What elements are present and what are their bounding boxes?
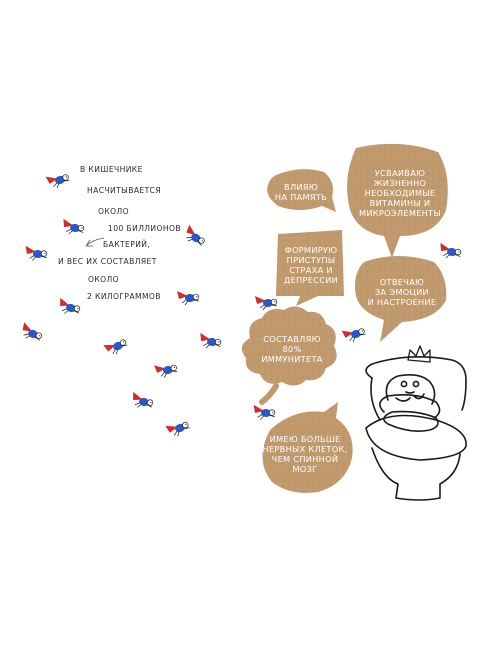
toilet-character-icon (365, 345, 467, 501)
bubble-vitamins (347, 143, 448, 258)
bubble-mood (355, 256, 447, 342)
bubble-nerves-text: ИМЕЮ БОЛЬШЕ НЕРВНЫХ КЛЕТОК, ЧЕМ СПИННОЙ … (262, 434, 348, 474)
flying-bacterium-icon (176, 290, 200, 306)
bubble-mood-text: ОТВЕЧАЮ ЗА ЭМОЦИИ И НАСТРОЕНИЕ (367, 277, 437, 307)
flying-bacterium-icon (45, 170, 72, 191)
flying-bacterium-icon (23, 245, 49, 263)
crown-icon (407, 345, 431, 363)
flying-bacterium-icon (437, 242, 463, 261)
flying-bacterium-icon (180, 224, 208, 250)
bubble-vitamins-text: УСВАИВАЮ ЖИЗНЕННО НЕОБХОДИМЫЕ ВИТАМИНЫ И… (359, 168, 441, 218)
caption-line: В КИШЕЧНИКЕ (80, 165, 143, 174)
flying-bacterium-icon (60, 218, 86, 237)
flying-bacterium-icon (254, 295, 278, 311)
caption-line: И ВЕС ИХ СОСТАВЛЯЕТ (58, 257, 157, 266)
flying-bacterium-icon (164, 417, 192, 440)
caption-line: ОКОЛО (98, 207, 130, 216)
caption-line: БАКТЕРИЙ, (103, 240, 151, 249)
flying-bacterium-icon (153, 361, 179, 380)
flying-bacterium-icon (129, 391, 156, 412)
bubble-fear-text: ФОРМИРУЮ ПРИСТУПЫ СТРАХА И ДЕПРЕССИИ (283, 245, 339, 285)
bubble-immunity (241, 306, 337, 386)
flying-bacterium-icon (341, 324, 368, 345)
bubble-immunity-text: СОСТАВЛЯЮ 80% ИММУНИТЕТА (261, 334, 323, 364)
bubble-memory (267, 169, 336, 212)
flying-bacterium-icon (251, 404, 277, 422)
bubble-fear (276, 230, 344, 306)
caption-line: ОКОЛО (88, 275, 120, 284)
bubble-nerves (262, 402, 353, 493)
flying-bacterium-icon (56, 297, 83, 318)
arrow-icon (85, 237, 105, 247)
bubble-memory-text: ВЛИЯЮ НА ПАМЯТЬ (274, 182, 328, 202)
flying-bacterium-icon (197, 332, 223, 351)
caption-line: НАСЧИТЫВАЕТСЯ (87, 186, 162, 195)
caption-line: 100 БИЛЛИОНОВ (108, 224, 181, 233)
flying-bacterium-icon (102, 335, 130, 359)
flying-bacterium-icon (17, 321, 45, 345)
caption-line: 2 КИЛОГРАММОВ (87, 292, 161, 301)
